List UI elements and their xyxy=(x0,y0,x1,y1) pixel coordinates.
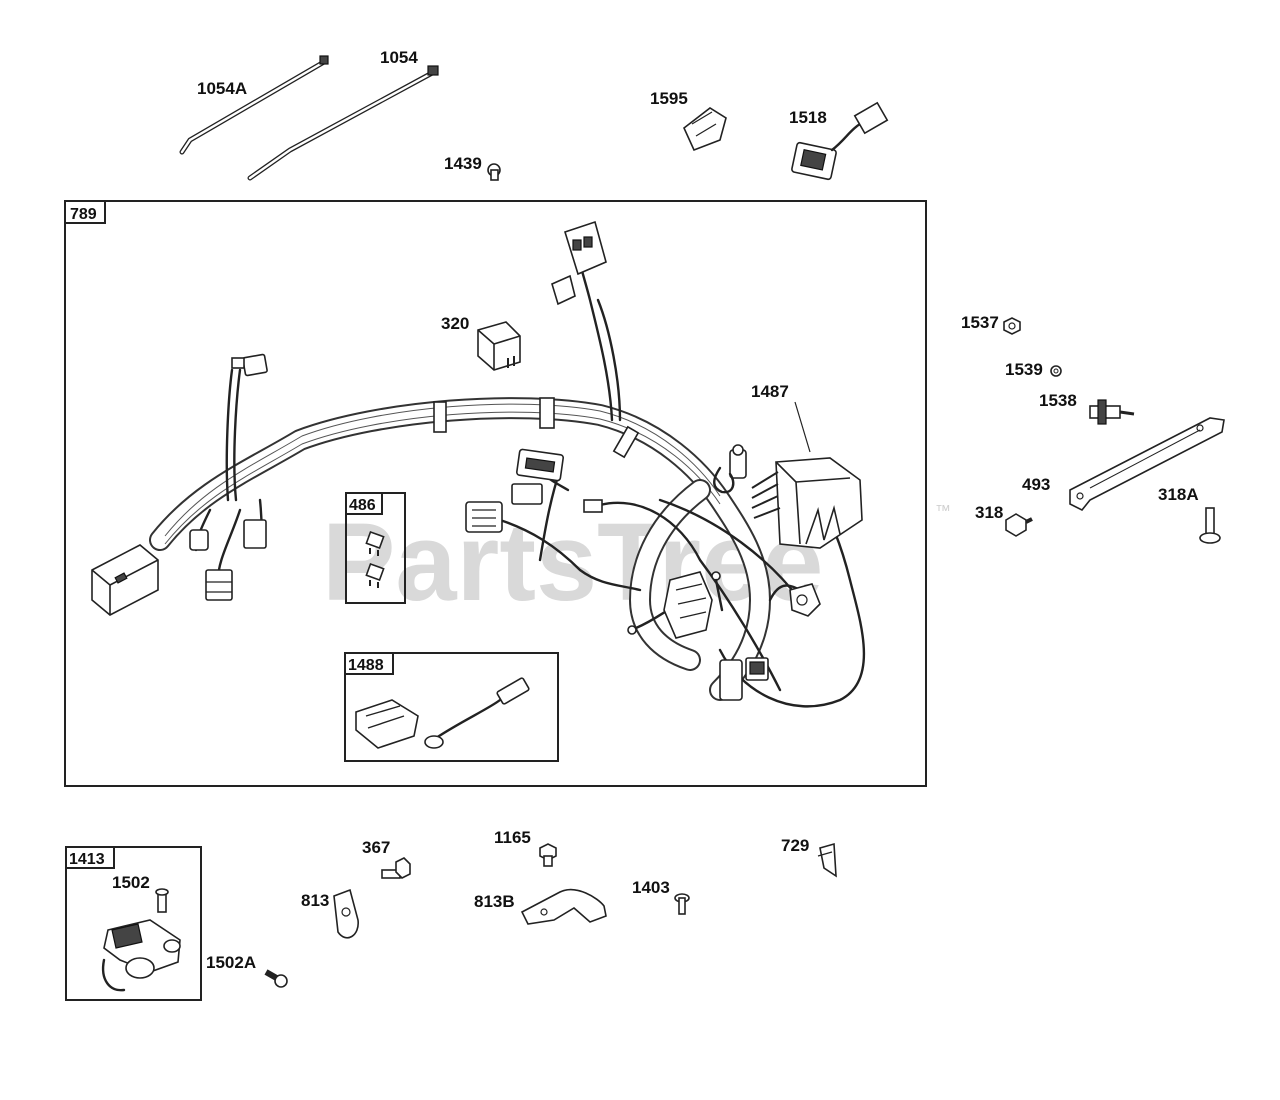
part-screw-1439[interactable] xyxy=(487,163,501,181)
part-connector-1595[interactable] xyxy=(683,107,727,152)
part-connector-bottom[interactable] xyxy=(719,657,769,701)
callout-1502a: 1502A xyxy=(206,953,256,972)
part-fuse-486-b[interactable] xyxy=(365,562,385,588)
part-wire-harness-789[interactable] xyxy=(149,238,866,708)
part-connector-center-b[interactable] xyxy=(465,501,503,533)
callout-1538: 1538 xyxy=(1039,391,1077,410)
part-clamp-813b[interactable] xyxy=(520,888,607,925)
part-nut-1537[interactable] xyxy=(1003,317,1021,335)
part-connector-1488[interactable] xyxy=(355,699,419,749)
box-486-label: 486 xyxy=(349,497,376,514)
part-ground-lead-1488[interactable] xyxy=(424,677,530,749)
box-1413-label: 1413 xyxy=(69,851,105,868)
callout-1403: 1403 xyxy=(632,878,670,897)
box-789 xyxy=(64,200,927,787)
part-relay-320[interactable] xyxy=(477,321,521,371)
callout-1487: 1487 xyxy=(751,382,789,401)
part-clip-729[interactable] xyxy=(817,842,837,878)
callout-1054: 1054 xyxy=(380,48,418,67)
part-screw-1502[interactable] xyxy=(155,888,169,913)
part-cable-tie-1054[interactable] xyxy=(247,65,439,181)
part-washer-1539[interactable] xyxy=(1050,365,1062,377)
callout-1537: 1537 xyxy=(961,313,999,332)
part-connector-right[interactable] xyxy=(789,583,821,617)
part-screw-1502a[interactable] xyxy=(264,969,288,988)
part-screw-1403[interactable] xyxy=(674,893,690,915)
callout-1054a: 1054A xyxy=(197,79,247,98)
part-main-connector[interactable] xyxy=(91,544,159,616)
callout-729: 729 xyxy=(781,836,809,855)
part-bolt-318[interactable] xyxy=(1005,513,1033,537)
box-1413 xyxy=(65,846,202,1001)
box-1488 xyxy=(344,652,559,762)
part-sensor-1413[interactable] xyxy=(101,919,181,992)
part-bracket-493[interactable] xyxy=(1069,417,1225,512)
trademark-symbol: ™ xyxy=(935,503,951,520)
box-1488-tag xyxy=(344,652,394,675)
callout-1539: 1539 xyxy=(1005,360,1043,379)
callout-493: 493 xyxy=(1022,475,1050,494)
part-regulator-1487[interactable] xyxy=(751,401,863,549)
callout-1502: 1502 xyxy=(112,873,150,892)
part-sensor-small[interactable] xyxy=(713,444,747,494)
part-fuse-486-a[interactable] xyxy=(365,530,385,556)
callout-318: 318 xyxy=(975,503,1003,522)
part-bolt-1165[interactable] xyxy=(539,843,557,867)
part-connector-center-a[interactable] xyxy=(515,448,565,482)
part-clip-813[interactable] xyxy=(333,888,359,939)
part-connector-center-c[interactable] xyxy=(511,483,603,513)
callout-1518: 1518 xyxy=(789,108,827,127)
part-connector-left-upper[interactable] xyxy=(231,353,268,377)
callout-1439: 1439 xyxy=(444,154,482,173)
part-module-center[interactable] xyxy=(663,571,713,639)
callout-320: 320 xyxy=(441,314,469,333)
box-789-label: 789 xyxy=(70,206,97,223)
callout-813: 813 xyxy=(301,891,329,910)
box-1413-tag xyxy=(65,846,115,869)
callout-318a: 318A xyxy=(1158,485,1199,504)
callout-1165: 1165 xyxy=(494,828,531,847)
part-bolt-318a[interactable] xyxy=(1199,507,1221,544)
part-connector-top[interactable] xyxy=(551,220,607,306)
part-isolator-1538[interactable] xyxy=(1089,399,1135,425)
callout-367: 367 xyxy=(362,838,390,857)
box-789-tag xyxy=(64,200,106,224)
callout-813b: 813B xyxy=(474,892,515,911)
box-1488-label: 1488 xyxy=(348,657,384,674)
callout-1595: 1595 xyxy=(650,89,688,108)
part-connector-left-lower[interactable] xyxy=(189,519,267,601)
box-486-tag xyxy=(345,492,383,515)
part-switch-1518[interactable] xyxy=(791,101,889,181)
part-bolt-367[interactable] xyxy=(381,857,411,879)
part-cable-tie-1054a[interactable] xyxy=(179,55,329,155)
